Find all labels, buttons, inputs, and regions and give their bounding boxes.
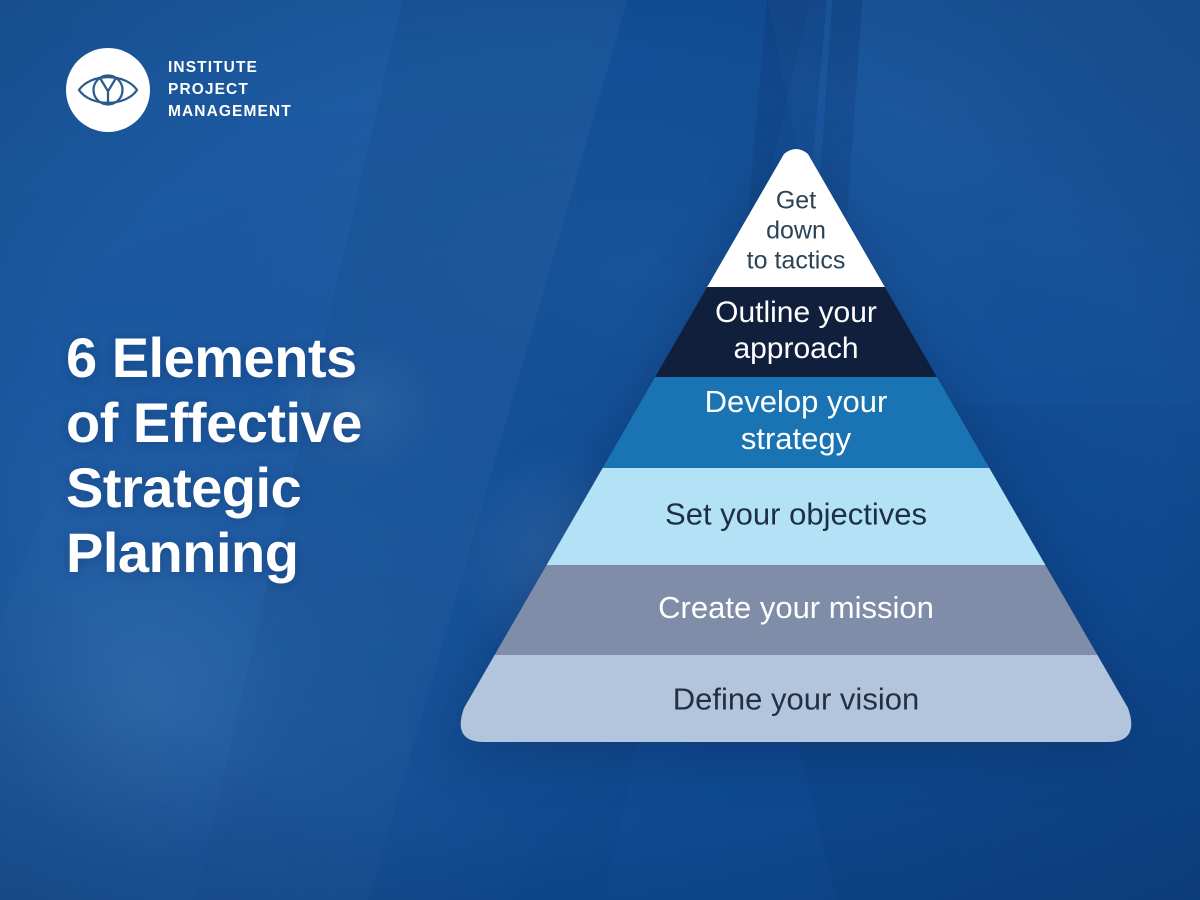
title-line-1: 6 Elements xyxy=(66,326,357,389)
eye-y-circle-logo-icon xyxy=(66,48,150,132)
brand-line-3: MANAGEMENT xyxy=(168,103,292,120)
pyramid-tier-5[interactable] xyxy=(452,565,1140,656)
title-line-3: Strategic xyxy=(66,455,302,519)
title-line-2: of Effective xyxy=(66,390,362,454)
page-title: 6 Elements of Effective Strategic Planni… xyxy=(66,326,496,586)
pyramid-tier-6[interactable] xyxy=(452,655,1140,748)
brand-line-1: INSTITUTE xyxy=(168,59,258,76)
brand-logo-block: INSTITUTE PROJECT MANAGEMENT xyxy=(66,48,292,132)
pyramid-tier-label-5: Create your mission xyxy=(658,590,934,625)
brand-line-2: PROJECT xyxy=(168,81,249,98)
pyramid-tier-label-6: Define your vision xyxy=(673,682,919,717)
pyramid-tier-label-4: Set your objectives xyxy=(665,497,927,532)
title-line-4: Planning xyxy=(66,520,299,584)
brand-wordmark: INSTITUTE PROJECT MANAGEMENT xyxy=(168,57,292,123)
